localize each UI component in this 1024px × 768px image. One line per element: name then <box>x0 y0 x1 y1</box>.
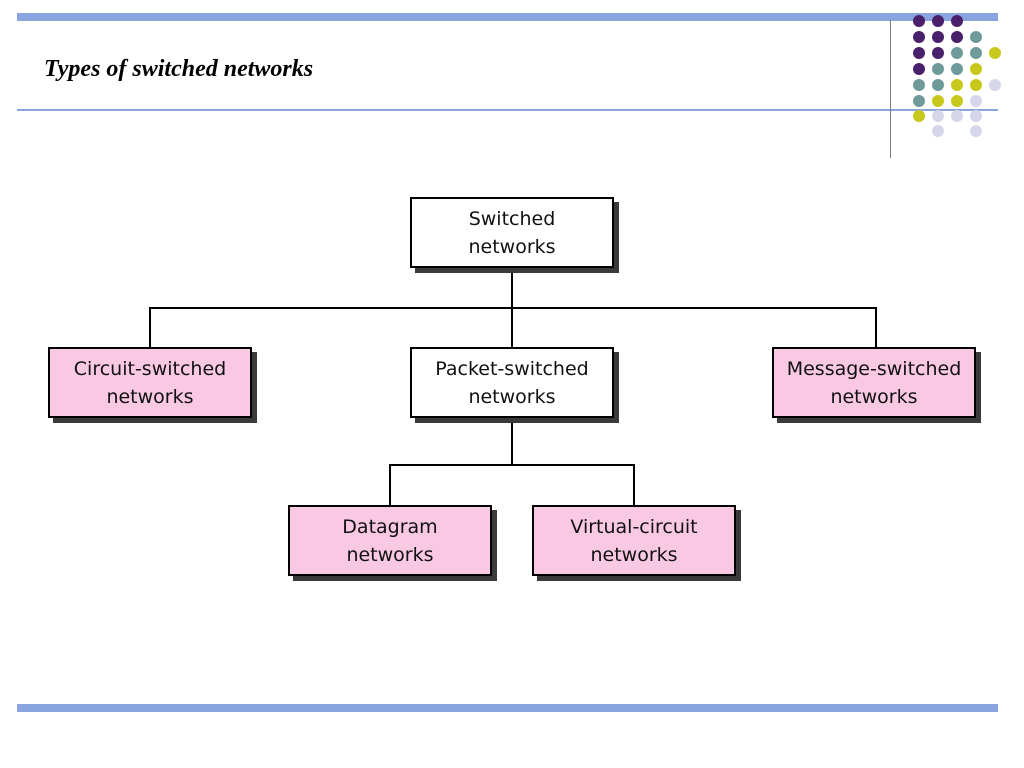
connector-to-datagram <box>389 464 391 506</box>
decorative-dot <box>970 95 982 107</box>
decorative-dot <box>913 31 925 43</box>
node-text-line2: networks <box>590 543 678 566</box>
decorative-dot <box>951 63 963 75</box>
node-text-line1: Switched <box>468 207 556 230</box>
node-text-line1: Message-switched <box>786 357 962 380</box>
bottom-accent-bar <box>17 704 998 712</box>
decorative-dot <box>970 79 982 91</box>
decorative-dot <box>932 47 944 59</box>
node-text-line2: networks <box>106 385 194 408</box>
connector-level1-horizontal <box>149 307 877 309</box>
connector-to-packet <box>511 307 513 349</box>
connector-root-down <box>511 268 513 308</box>
node-text-line2: networks <box>830 385 918 408</box>
decorative-dot <box>932 79 944 91</box>
node-switched-networks: Switched networks <box>410 197 614 268</box>
node-datagram: Datagram networks <box>288 505 492 576</box>
decorative-dot <box>951 31 963 43</box>
decorative-dot-grid <box>0 0 1024 160</box>
node-virtual-circuit: Virtual-circuit networks <box>532 505 736 576</box>
title-underline <box>17 109 998 111</box>
decorative-dot <box>913 47 925 59</box>
decorative-dot <box>951 47 963 59</box>
decorative-dot <box>989 47 1001 59</box>
decorative-dot <box>932 31 944 43</box>
connector-to-virtual <box>633 464 635 506</box>
node-text-line1: Virtual-circuit <box>570 515 698 538</box>
node-text-line2: networks <box>468 385 556 408</box>
decorative-dot <box>913 95 925 107</box>
node-text-line1: Packet-switched <box>435 357 589 380</box>
decorative-dot <box>913 63 925 75</box>
node-text-line2: networks <box>346 543 434 566</box>
decorative-dot <box>970 110 982 122</box>
connector-to-message <box>875 307 877 349</box>
node-text-line2: networks <box>468 235 556 258</box>
decorative-dot <box>932 125 944 137</box>
decorative-dot <box>951 79 963 91</box>
node-text-line1: Datagram <box>342 515 438 538</box>
decorative-dot <box>951 110 963 122</box>
decorative-vertical-line <box>890 20 891 158</box>
node-circuit-switched: Circuit-switched networks <box>48 347 252 418</box>
node-packet-switched: Packet-switched networks <box>410 347 614 418</box>
decorative-dot <box>913 15 925 27</box>
node-text-line1: Circuit-switched <box>73 357 227 380</box>
slide-title: Types of switched networks <box>44 56 314 82</box>
decorative-dot <box>932 63 944 75</box>
decorative-dot <box>932 110 944 122</box>
decorative-dot <box>951 15 963 27</box>
decorative-dot <box>970 125 982 137</box>
decorative-dot <box>989 79 1001 91</box>
decorative-dot <box>913 110 925 122</box>
top-accent-bar <box>17 13 998 21</box>
connector-level2-horizontal <box>389 464 635 466</box>
decorative-dot <box>970 63 982 75</box>
node-message-switched: Message-switched networks <box>772 347 976 418</box>
connector-to-circuit <box>149 307 151 349</box>
decorative-dot <box>970 47 982 59</box>
decorative-dot <box>932 15 944 27</box>
connector-packet-down <box>511 418 513 465</box>
decorative-dot <box>970 31 982 43</box>
decorative-dot <box>951 95 963 107</box>
decorative-dot <box>913 79 925 91</box>
decorative-dot <box>932 95 944 107</box>
